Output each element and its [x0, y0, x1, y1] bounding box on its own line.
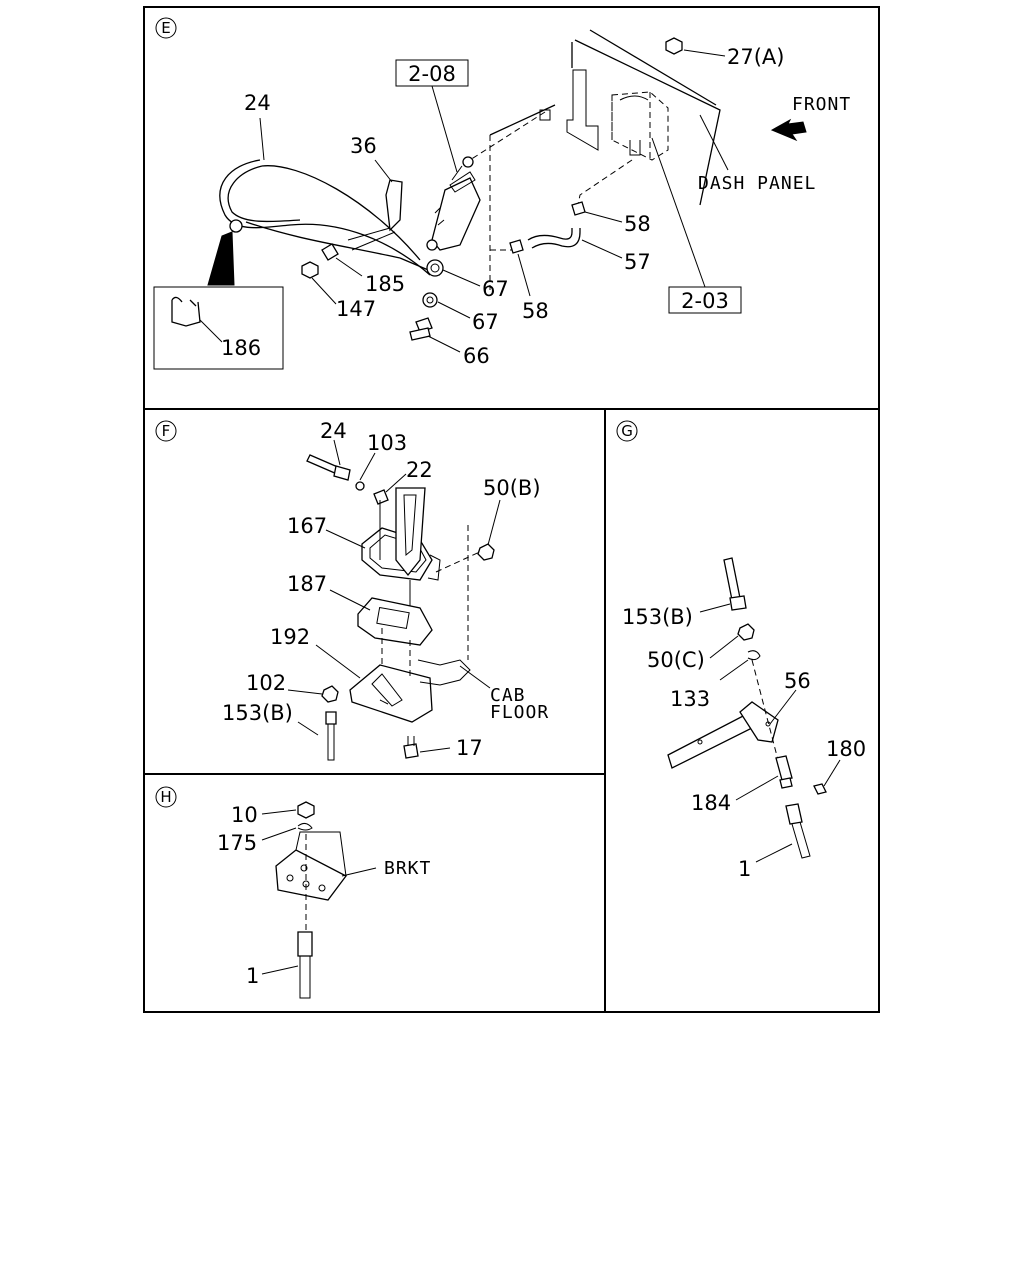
section-marker-e: E [155, 17, 177, 39]
svg-text:F: F [162, 422, 171, 440]
lever-bracket-167 [361, 487, 441, 640]
label-184: 184 [691, 791, 731, 815]
label-187: 187 [287, 572, 327, 596]
label-17: 17 [456, 736, 483, 760]
svg-text:2-03: 2-03 [681, 289, 729, 313]
section-e: E FRONT DASH PANEL [153, 17, 851, 370]
svg-text:E: E [161, 19, 170, 37]
nut-50c [737, 623, 755, 641]
label-133: 133 [670, 687, 710, 711]
plate-187 [357, 597, 433, 646]
label-50c: 50(C) [647, 648, 705, 672]
section-marker-g: G [616, 420, 638, 442]
ref-box-2-08: 2-08 [395, 59, 469, 87]
panel-frames [143, 6, 880, 1013]
label-175: 175 [217, 831, 257, 855]
leaders-e [199, 49, 726, 353]
label-66: 66 [463, 344, 490, 368]
nut-10 [297, 801, 315, 819]
clutch-cylinder [426, 156, 481, 251]
clip-callout-pointer [207, 231, 235, 286]
bracket-36 [385, 179, 403, 232]
washer-133 [747, 650, 761, 661]
label-22: 22 [406, 458, 433, 482]
label-192: 192 [270, 625, 310, 649]
label-67-upper: 67 [482, 277, 509, 301]
leaders-h [261, 809, 377, 975]
label-50b: 50(B) [483, 476, 541, 500]
svg-text:2-08: 2-08 [408, 62, 456, 86]
label-1-g: 1 [738, 857, 751, 881]
floor-plate-192 [349, 664, 433, 723]
dash-panel-label: DASH PANEL [698, 173, 816, 194]
label-1-h: 1 [246, 964, 259, 988]
label-36: 36 [350, 134, 377, 158]
label-57: 57 [624, 250, 651, 274]
section-h: H 10 175 BRKT 1 [155, 786, 431, 999]
rod-1-h [297, 931, 313, 999]
label-24: 24 [244, 91, 271, 115]
brkt-bracket [275, 831, 347, 901]
label-103: 103 [367, 431, 407, 455]
front-label: FRONT [792, 94, 851, 115]
label-102: 102 [246, 671, 286, 695]
label-180: 180 [826, 737, 866, 761]
bracket-56 [667, 701, 779, 769]
floor-label: FLOOR [490, 702, 549, 723]
label-27a: 27(A) [727, 45, 784, 69]
ref-box-2-03: 2-03 [668, 286, 742, 314]
label-58-upper: 58 [624, 212, 651, 236]
front-arrow [770, 118, 807, 142]
label-58-lower: 58 [522, 299, 549, 323]
nut-180 [813, 783, 827, 795]
washer-175 [297, 822, 313, 831]
fasteners-e [301, 37, 683, 341]
label-185: 185 [365, 272, 405, 296]
section-f: F [155, 419, 549, 761]
svg-text:H: H [160, 788, 171, 806]
label-24-f: 24 [320, 419, 347, 443]
section-marker-h: H [155, 786, 177, 808]
label-186: 186 [221, 336, 261, 360]
rod-end-184 [775, 755, 793, 789]
leaders-f [287, 439, 501, 753]
bolt-153b-g [723, 557, 741, 601]
dash-panel-drawing [469, 29, 721, 290]
svg-text:G: G [621, 422, 633, 440]
cab-label: CAB [490, 685, 526, 706]
label-167: 167 [287, 514, 327, 538]
label-153b-f: 153(B) [222, 701, 293, 725]
label-67-lower: 67 [472, 310, 499, 334]
brkt-label: BRKT [384, 858, 431, 879]
label-56: 56 [784, 669, 811, 693]
rod-1-g [785, 803, 811, 859]
section-g: G [616, 420, 866, 881]
label-147: 147 [336, 297, 376, 321]
leaders-g [699, 603, 841, 863]
hose-57 [527, 228, 581, 249]
section-marker-f: F [155, 420, 177, 442]
clip-186-inset [153, 286, 284, 370]
label-153b-g: 153(B) [622, 605, 693, 629]
label-10: 10 [231, 803, 258, 827]
